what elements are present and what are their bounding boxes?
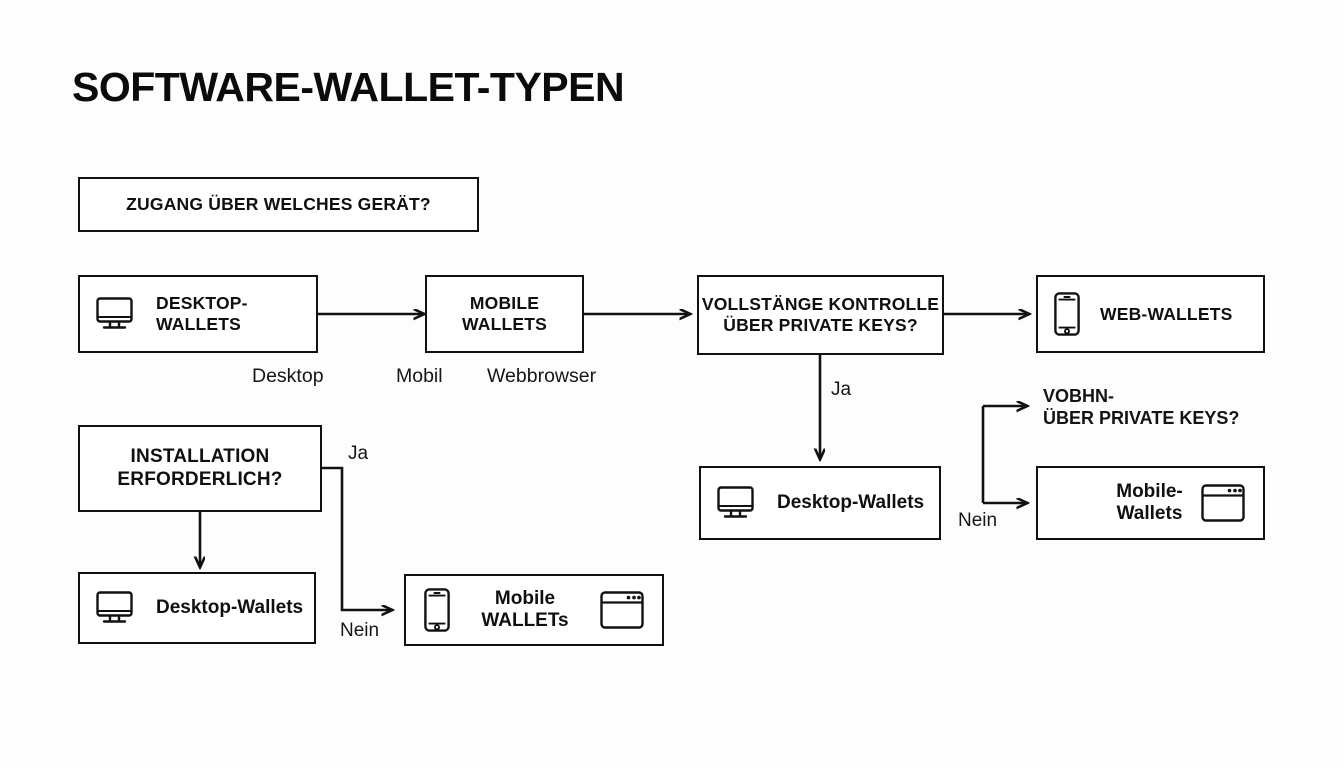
node-mobile-wallets-right-label: Mobile-Wallets bbox=[1116, 480, 1183, 524]
phone-icon bbox=[1054, 292, 1080, 336]
node-desktop-wallets-top-label: DESKTOP-WALLETS bbox=[156, 293, 248, 334]
monitor-icon bbox=[717, 486, 754, 518]
node-control-question-label: VOLLSTÄNGE KONTROLLE ÜBER PRIVATE KEYS? bbox=[701, 294, 940, 335]
browser-icon bbox=[600, 591, 644, 629]
node-web-wallets-label: WEB-WALLETS bbox=[1100, 303, 1233, 324]
monitor-icon bbox=[96, 591, 133, 623]
edge-label-control-nein: Nein bbox=[958, 510, 998, 531]
phone-icon bbox=[424, 588, 450, 632]
node-desktop-wallets-left-label: Desktop-Wallets bbox=[156, 596, 304, 618]
node-mobile-wallets-top-label: MOBILE WALLETS bbox=[461, 293, 547, 334]
node-install-question-label: INSTALLATION ERFORDERLICH? bbox=[117, 446, 283, 490]
node-mobile-wallets-right[interactable]: Mobile-Wallets bbox=[1036, 466, 1265, 540]
node-mobile-wallets-left[interactable]: Mobile WALLETs bbox=[404, 574, 664, 646]
node-mobile-wallets-left-label: Mobile WALLETs bbox=[481, 587, 569, 631]
node-desktop-wallets-mid[interactable]: Desktop-Wallets bbox=[699, 466, 941, 540]
edge-label-control-ja: Ja bbox=[831, 379, 852, 400]
node-desktop-wallets-left[interactable]: Desktop-Wallets bbox=[78, 572, 316, 644]
edge-install-elbow bbox=[322, 466, 392, 610]
node-web-wallets[interactable]: WEB-WALLETS bbox=[1036, 275, 1265, 353]
browser-icon bbox=[1201, 484, 1245, 522]
monitor-icon bbox=[96, 297, 133, 329]
page-title: SOFTWARE-WALLET-TYPEN bbox=[72, 64, 625, 110]
caption-webbrowser: Webbrowser bbox=[487, 365, 597, 387]
edge-label-install-ja: Ja bbox=[348, 443, 369, 464]
node-desktop-wallets-top[interactable]: DESKTOP-WALLETS bbox=[78, 275, 318, 353]
text-vobhn-question: VOBHN- ÜBER PRIVATE KEYS? bbox=[1043, 386, 1240, 428]
node-install-question[interactable]: INSTALLATION ERFORDERLICH? bbox=[78, 425, 322, 512]
node-root-question-label: ZUGANG ÜBER WELCHES GERÄT? bbox=[126, 194, 431, 215]
node-mobile-wallets-top[interactable]: MOBILE WALLETS bbox=[425, 275, 584, 353]
node-control-question[interactable]: VOLLSTÄNGE KONTROLLE ÜBER PRIVATE KEYS? bbox=[697, 275, 944, 355]
edge-label-install-nein: Nein bbox=[340, 620, 380, 641]
node-root-question[interactable]: ZUGANG ÜBER WELCHES GERÄT? bbox=[78, 177, 479, 232]
caption-desktop: Desktop bbox=[252, 365, 324, 387]
node-desktop-wallets-mid-label: Desktop-Wallets bbox=[777, 491, 925, 513]
caption-mobil: Mobil bbox=[396, 365, 443, 387]
